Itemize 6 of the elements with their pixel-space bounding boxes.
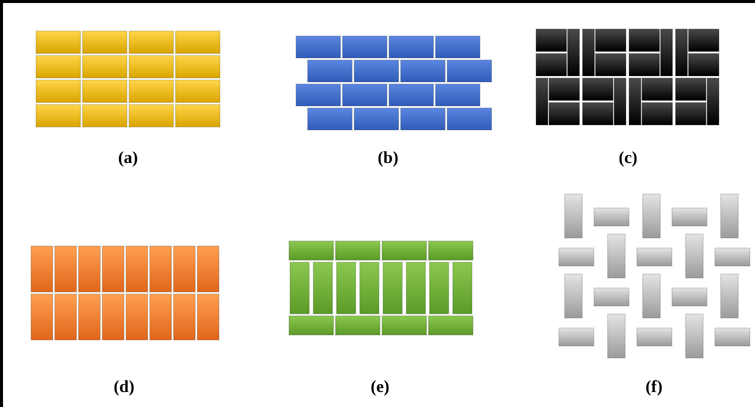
panel-label: (c) (618, 148, 638, 168)
panel-label: (d) (114, 377, 134, 397)
panel-label: (b) (378, 148, 398, 168)
panel-label: (a) (118, 148, 138, 168)
panel-label: (e) (370, 377, 390, 397)
panel-label: (f) (646, 377, 662, 397)
